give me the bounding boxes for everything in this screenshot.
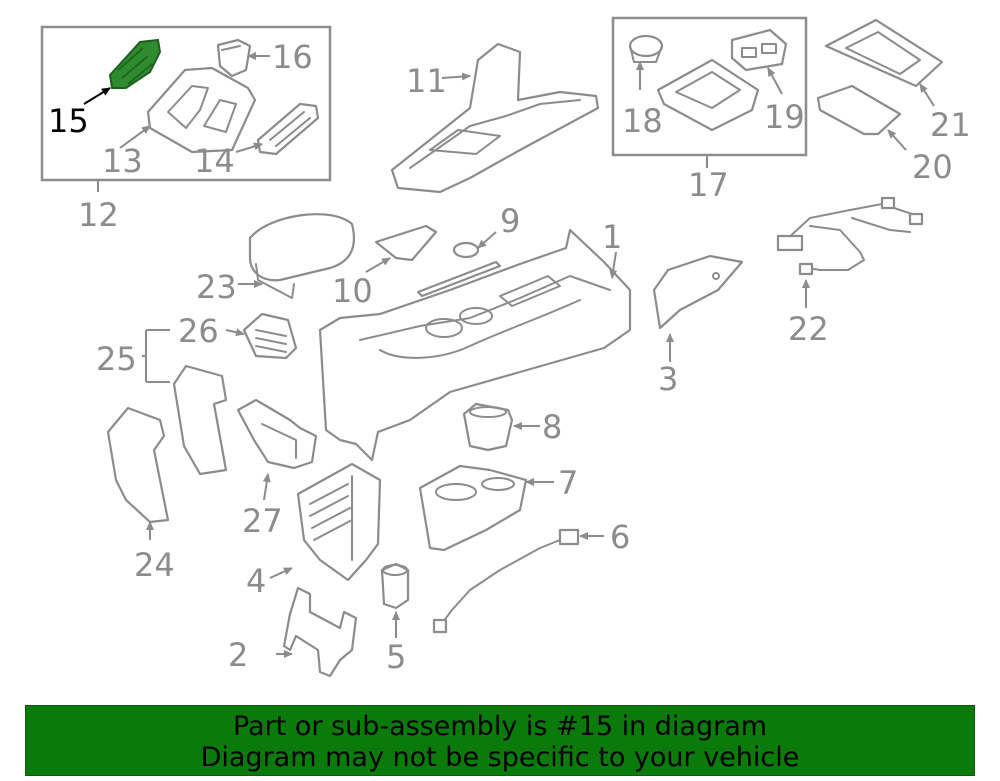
callout-23: 23 (196, 268, 237, 306)
part-11-upper-trim (390, 42, 600, 194)
part-21-mat (824, 18, 944, 88)
callout-16: 16 (272, 38, 313, 76)
part-1-console-body (318, 228, 632, 462)
callout-17: 17 (688, 166, 729, 204)
callout-4: 4 (246, 562, 266, 600)
part-7-cup-holder (418, 464, 528, 552)
callout-24: 24 (134, 546, 175, 584)
part-26-vent (242, 312, 298, 360)
info-banner: Part or sub-assembly is #15 in diagram D… (25, 705, 975, 776)
part-2-bracket (282, 586, 358, 678)
part-16-connector (216, 38, 252, 78)
callout-18: 18 (622, 102, 663, 140)
subassembly-box-17 (611, 16, 808, 168)
callout-6: 6 (610, 518, 630, 556)
banner-line-2: Diagram may not be specific to your vehi… (200, 742, 800, 773)
part-3-side-panel (652, 254, 744, 330)
leader-lines (83, 52, 935, 658)
callout-5: 5 (386, 638, 406, 676)
callout-25: 25 (96, 340, 137, 378)
callout-27: 27 (242, 502, 283, 540)
callout-19: 19 (764, 98, 805, 136)
part-13-shifter-bezel (146, 66, 257, 154)
parts-diagram: 1 2 3 4 5 6 7 8 9 10 11 12 13 14 15 16 1… (40, 16, 971, 678)
callout-2: 2 (228, 636, 248, 674)
part-9-strip (416, 241, 502, 298)
part-8-cup-insert (462, 402, 514, 452)
part-10-pad (374, 224, 438, 262)
part-25-rear-trim (172, 364, 228, 476)
callout-9: 9 (500, 202, 520, 240)
part-24-rear-trim (106, 406, 170, 524)
callout-26: 26 (178, 312, 219, 350)
part-22-harness (776, 196, 924, 276)
callout-7: 7 (558, 464, 578, 502)
subassembly-box-12 (40, 25, 332, 192)
callout-10: 10 (332, 272, 373, 310)
part-27-tray (236, 398, 318, 470)
callout-13: 13 (102, 142, 143, 180)
callout-20: 20 (912, 148, 953, 186)
callout-14: 14 (194, 142, 235, 180)
callout-22: 22 (788, 310, 829, 348)
callout-11: 11 (406, 62, 447, 100)
banner-line-1: Part or sub-assembly is #15 in diagram (232, 711, 768, 742)
part-17-bracket (656, 58, 760, 132)
part-4-storage-bin (296, 462, 382, 582)
part-15-highlighted[interactable] (108, 38, 162, 89)
callout-12: 12 (78, 196, 119, 234)
callout-8: 8 (542, 408, 562, 446)
part-19-usb (730, 28, 788, 72)
callout-21: 21 (930, 106, 971, 144)
part-5-socket (380, 562, 410, 610)
part-6-cable (432, 528, 580, 634)
callout-3: 3 (658, 360, 678, 398)
part-23-armrest (248, 213, 356, 299)
callout-1: 1 (602, 218, 622, 256)
part-20-mat (816, 84, 902, 136)
callout-15: 15 (48, 102, 89, 140)
part-14-switch-panel (256, 102, 320, 156)
part-18-socket (628, 34, 664, 63)
